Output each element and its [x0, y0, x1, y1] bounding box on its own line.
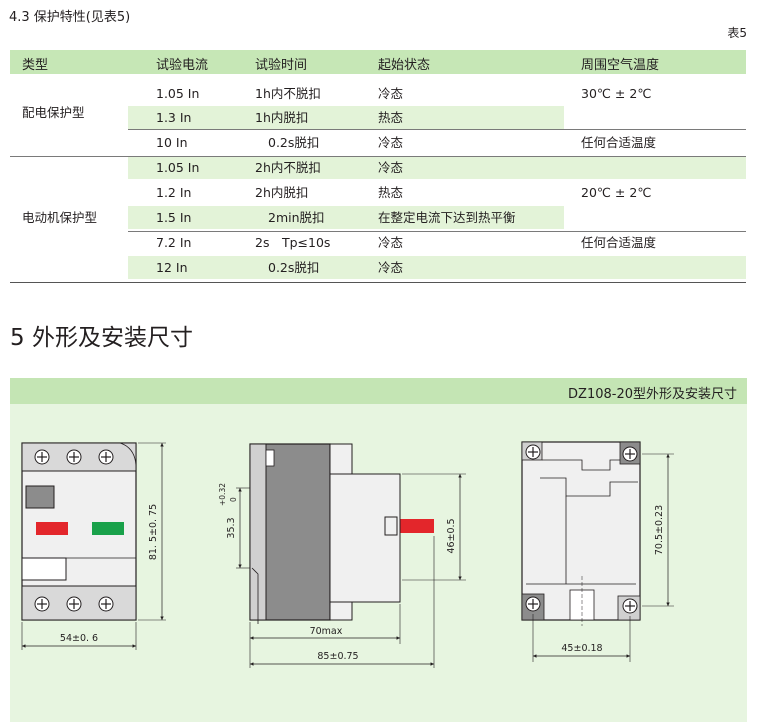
green-indicator — [92, 522, 124, 535]
type-cell: 配电保护型 — [22, 105, 85, 120]
current-cell: 1.05 In — [156, 160, 200, 175]
figure-title: DZ108-20型外形及安装尺寸 — [568, 387, 737, 402]
dial-block — [25, 485, 55, 509]
side-width1-label: 70max — [310, 626, 343, 637]
header-temp: 周围空气温度 — [581, 58, 660, 73]
table-bottom-rule — [10, 282, 746, 283]
dimension-figure: DZ108-20型外形及安装尺寸 — [10, 378, 747, 722]
state-cell: 冷态 — [378, 235, 404, 250]
temp-cell: 任何合适温度 — [581, 135, 657, 150]
current-cell: 1.05 In — [156, 86, 200, 101]
state-cell: 热态 — [378, 110, 404, 125]
side-height1-label: 35.3 — [226, 517, 237, 538]
back-width-label: 45±0.18 — [561, 643, 602, 654]
state-cell: 冷态 — [378, 160, 404, 175]
section-heading: 5 外形及安装尺寸 — [10, 325, 193, 351]
header-current: 试验电流 — [156, 58, 209, 73]
row-rule — [128, 231, 746, 232]
header-time: 试验时间 — [255, 58, 308, 73]
state-cell: 冷态 — [378, 135, 404, 150]
time-cell: 1h内脱扣 — [255, 110, 309, 125]
time-cell: 2min脱扣 — [268, 210, 325, 225]
state-cell: 冷态 — [378, 260, 404, 275]
screw-icon — [98, 596, 114, 612]
row-band — [128, 156, 746, 179]
reset-button-red — [400, 519, 434, 533]
table-header: 类型 试验电流 试验时间 起始状态 周围空气温度 — [10, 50, 746, 74]
time-cell: 1h内不脱扣 — [255, 86, 321, 101]
temp-cell: 任何合适温度 — [581, 235, 657, 250]
screw-icon — [34, 596, 50, 612]
back-height-label: 70.5±0.23 — [654, 505, 665, 555]
state-cell: 在整定电流下达到热平衡 — [378, 210, 516, 225]
header-type: 类型 — [22, 58, 49, 73]
current-cell: 1.2 In — [156, 185, 192, 200]
temp-cell: 20℃ ± 2℃ — [581, 185, 652, 200]
type-cell: 电动机保护型 — [22, 210, 98, 225]
red-indicator — [36, 522, 68, 535]
screw-icon — [66, 449, 82, 465]
current-cell: 12 In — [156, 260, 188, 275]
current-cell: 1.5 In — [156, 210, 192, 225]
figure-title-bar: DZ108-20型外形及安装尺寸 — [10, 378, 747, 404]
time-cell: 0.2s脱扣 — [268, 260, 320, 275]
back-view: 70.5±0.23 45±0.18 — [521, 441, 674, 662]
section-title: 4.3 保护特性(见表5) — [9, 10, 131, 25]
table-reference: 表5 — [727, 26, 747, 40]
state-cell: 冷态 — [378, 86, 404, 101]
time-cell: 2s Tp≤10s — [255, 235, 331, 250]
side-height1-tol-up: +0.32 — [218, 483, 227, 506]
group-rule — [10, 156, 746, 157]
dimension-drawings: 54±0. 6 81. 5±0. 75 35.3 +0.3 — [21, 441, 674, 668]
current-cell: 7.2 In — [156, 235, 192, 250]
state-cell: 热态 — [378, 185, 404, 200]
side-height1-tol-dn: 0 — [229, 497, 238, 502]
header-state: 起始状态 — [378, 58, 431, 73]
side-width2-label: 85±0.75 — [317, 651, 358, 662]
current-cell: 10 In — [156, 135, 188, 150]
side-height2-label: 46±0.5 — [446, 518, 457, 553]
temp-cell: 30℃ ± 2℃ — [581, 86, 652, 101]
row-band — [128, 206, 564, 229]
screw-icon — [34, 449, 50, 465]
row-band — [128, 256, 746, 279]
screw-icon — [622, 598, 638, 614]
current-cell: 1.3 In — [156, 110, 192, 125]
screw-icon — [98, 449, 114, 465]
time-cell: 2h内脱扣 — [255, 185, 309, 200]
front-width-label: 54±0. 6 — [60, 633, 98, 644]
screw-icon — [525, 596, 541, 612]
screw-icon — [525, 444, 541, 460]
time-cell: 0.2s脱扣 — [268, 135, 320, 150]
screw-icon — [66, 596, 82, 612]
time-cell: 2h内不脱扣 — [255, 160, 321, 175]
front-view: 54±0. 6 81. 5±0. 75 — [21, 442, 166, 650]
front-height-label: 81. 5±0. 75 — [148, 504, 159, 560]
row-rule — [128, 129, 746, 130]
screw-icon — [622, 446, 638, 462]
row-band — [128, 106, 564, 129]
side-view: 35.3 +0.32 0 46±0.5 70max 85±0.75 — [218, 443, 466, 668]
